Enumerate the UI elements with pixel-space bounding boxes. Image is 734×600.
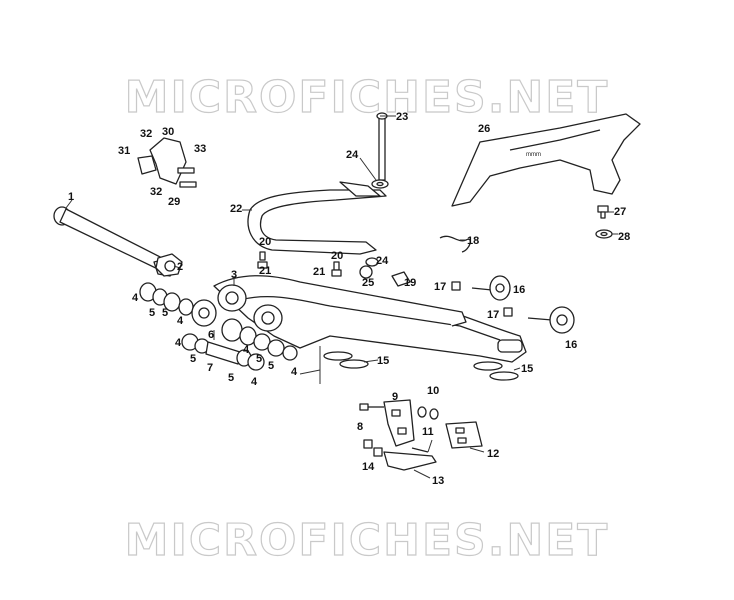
- callout-27: 27: [614, 206, 626, 218]
- chain-adjuster-upper: [471, 275, 511, 301]
- callout-9: 9: [392, 391, 398, 403]
- callout-4: 4: [251, 376, 258, 388]
- chain-slider: [247, 181, 387, 255]
- callout-4: 4: [175, 337, 182, 349]
- guide-plate-13: [383, 451, 437, 471]
- callout-15: 15: [521, 363, 533, 375]
- callout-26: 26: [478, 123, 490, 135]
- callout-16: 16: [565, 339, 577, 351]
- callout-6: 6: [208, 329, 214, 341]
- callout-24: 24: [346, 149, 359, 161]
- callout-30: 30: [162, 126, 174, 138]
- swingarm: [213, 275, 527, 363]
- spacer-25: [359, 265, 373, 279]
- pivot-nut: [155, 253, 183, 277]
- callout-10: 10: [427, 385, 439, 397]
- callout-18: 18: [467, 235, 479, 247]
- pad-15b: [473, 361, 519, 381]
- callout-17: 17: [434, 281, 446, 293]
- callout-13: 13: [432, 475, 444, 487]
- bolt-8: [359, 403, 384, 411]
- callout-25: 25: [362, 277, 374, 289]
- callout-21: 21: [313, 266, 325, 278]
- callout-32: 32: [150, 186, 162, 198]
- callout-16: 16: [513, 284, 525, 296]
- callout-5: 5: [162, 307, 168, 319]
- callout-3: 3: [231, 269, 237, 281]
- callout-4: 4: [132, 292, 139, 304]
- svg-text:mmm: mmm: [526, 152, 541, 158]
- callout-28: 28: [618, 231, 630, 243]
- callout-17: 17: [487, 309, 499, 321]
- long-bolt: [376, 112, 388, 181]
- callout-15: 15: [377, 355, 389, 367]
- bolt-11: [411, 447, 429, 453]
- nut-14: [363, 439, 383, 457]
- washer-top: [371, 179, 389, 189]
- callout-11: 11: [422, 426, 434, 438]
- nut-17b: [503, 307, 513, 317]
- watermark-top: MICROFICHES.NET: [124, 71, 610, 123]
- callout-19: 19: [404, 277, 416, 289]
- chain-guard: mmm: [451, 113, 641, 207]
- washers-10: [417, 406, 439, 420]
- callout-14: 14: [362, 461, 375, 473]
- parts-drawing: mmm: [53, 112, 641, 471]
- callout-1: 1: [68, 191, 74, 203]
- callout-32: 32: [140, 128, 152, 140]
- callout-4: 4: [291, 366, 298, 378]
- small-fasteners-left: [257, 251, 268, 269]
- callout-5: 5: [256, 353, 262, 365]
- callout-5: 5: [228, 372, 234, 384]
- spring: [439, 235, 472, 253]
- sleeve-19: [391, 271, 411, 287]
- callout-23: 23: [396, 111, 408, 123]
- bushing-stack-lower: [181, 333, 265, 371]
- callout-33: 33: [194, 143, 206, 155]
- callout-5: 5: [149, 307, 155, 319]
- guide-plate-12: [445, 421, 483, 449]
- callout-numbers: 1 2 3 4 4 4 4 4 4 5 5 5 5 5 5 6 7 8 9 10…: [68, 111, 630, 487]
- bushing-stack-middle: [221, 318, 298, 361]
- watermark-bottom: MICROFICHES.NET: [124, 514, 610, 566]
- callout-21: 21: [259, 265, 271, 277]
- callout-20: 20: [331, 250, 343, 262]
- callout-8: 8: [357, 421, 363, 433]
- nut-17a: [451, 281, 461, 291]
- guide-plate-9: [383, 399, 415, 447]
- bushing-stack-upper: [139, 282, 217, 327]
- callout-31: 31: [118, 145, 130, 157]
- leader-lines: [65, 115, 618, 479]
- callout-12: 12: [487, 448, 499, 460]
- spacer-24: [365, 257, 379, 267]
- callout-5: 5: [268, 360, 274, 372]
- pad-15a: [323, 351, 369, 369]
- small-fasteners-mid: [331, 261, 342, 277]
- callout-2: 2: [177, 261, 183, 273]
- callout-29: 29: [168, 196, 180, 208]
- callout-4: 4: [243, 344, 250, 356]
- callout-20: 20: [259, 236, 271, 248]
- washer-28: [595, 229, 613, 239]
- callout-24: 24: [376, 255, 389, 267]
- callout-22: 22: [230, 203, 242, 215]
- bracket-assembly: [137, 137, 197, 188]
- callout-4: 4: [177, 315, 184, 327]
- chain-adjuster-lower: [527, 306, 575, 334]
- callout-7: 7: [207, 362, 213, 374]
- callout-5: 5: [190, 353, 196, 365]
